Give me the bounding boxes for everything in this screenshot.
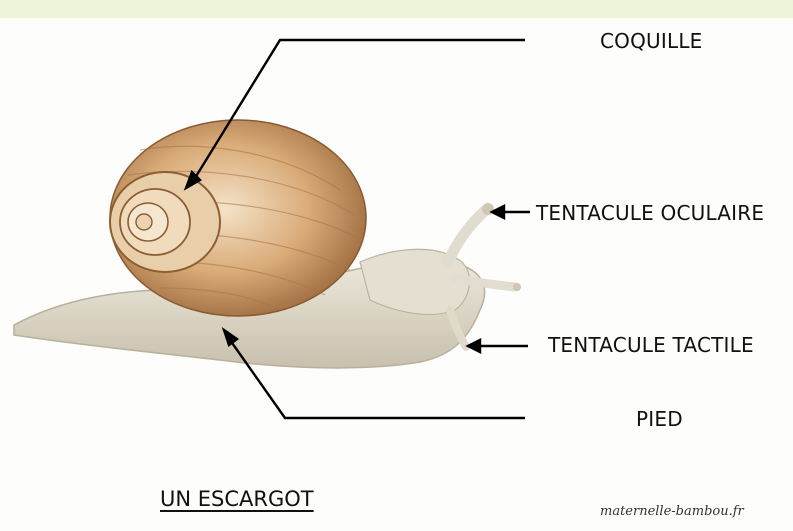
label-shell: COQUILLE xyxy=(600,29,703,53)
leader-eye-tentacle xyxy=(492,206,530,218)
site-credit: maternelle-bambou.fr xyxy=(600,504,744,519)
leader-touch-tentacle xyxy=(468,340,528,352)
shell-spiral xyxy=(110,172,220,272)
diagram-title: UN ESCARGOT xyxy=(160,487,314,511)
eye-tentacle-second-tip xyxy=(513,283,521,291)
label-eye-tentacle: TENTACULE OCULAIRE xyxy=(536,201,764,225)
label-touch-tentacle: TENTACULE TACTILE xyxy=(548,333,754,357)
eye-tentacle-upper xyxy=(448,210,486,262)
label-foot: PIED xyxy=(636,407,683,431)
